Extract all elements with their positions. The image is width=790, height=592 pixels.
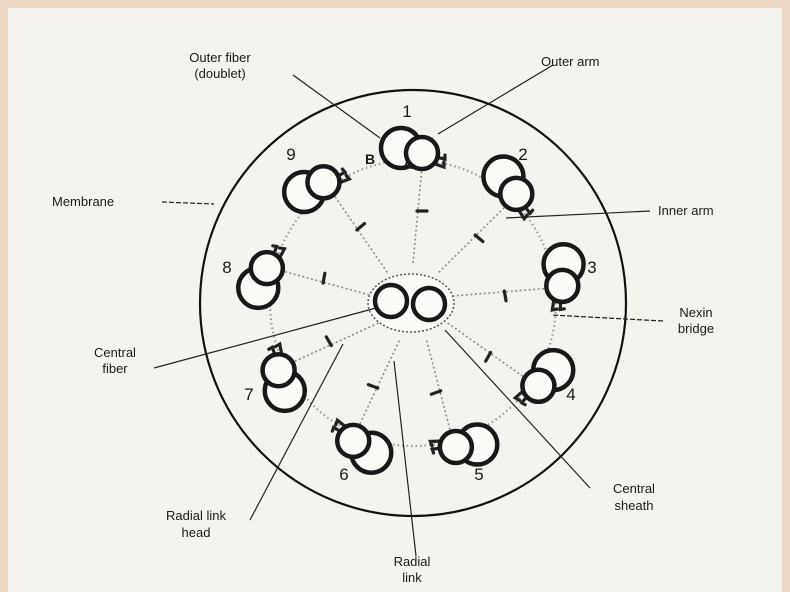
radial-spoke [439,205,508,273]
doublet-number: 4 [566,385,575,404]
radial-spoke [291,323,379,363]
radial-spoke [448,323,527,379]
a-tubule [522,370,554,402]
doublet-number: 5 [474,465,483,484]
leader-radial-link [394,361,416,556]
a-tubule [440,431,472,463]
doublet-number: 1 [402,102,411,121]
label-membrane: Membrane [52,194,114,209]
label-central-fiber-2: fiber [102,361,128,376]
leader-nexin [551,315,663,321]
doublet-number: 8 [222,258,231,277]
radial-link-head [431,391,440,394]
a-tubule [251,252,283,284]
radial-link-head [357,224,365,230]
tubule-b-letter: B [365,151,375,167]
label-outer-fiber: Outer fiber [189,50,251,65]
radial-link-head [368,385,377,388]
central-fiber-right [413,288,445,320]
label-radial-link-head-2: head [182,525,211,540]
label-central-sheath: Central [613,481,655,496]
diagram-canvas: B A 1 2 3 4 5 6 7 8 9 Outer fiber (doubl… [8,8,782,592]
inner-dynein-arm [515,392,522,401]
tubule-a-letter: A [403,156,413,172]
doublet-number: 3 [587,258,596,277]
axoneme-diagram: B A 1 2 3 4 5 6 7 8 9 Outer fiber (doubl… [8,8,782,592]
central-fiber-left [375,285,407,317]
leader-outer-arm [438,65,553,134]
label-outer-fiber-doublet: (doublet) [194,66,245,81]
label-radial-link: Radial [394,554,431,569]
label-nexin-bridge: bridge [678,321,714,336]
doublet-number: 9 [286,145,295,164]
label-central-fiber: Central [94,345,136,360]
radial-link-head [475,235,483,241]
leader-outer-fiber [293,75,380,138]
label-radial-link-head: Radial link [166,508,226,523]
label-outer-arm: Outer arm [541,54,600,69]
leader-membrane [162,202,214,204]
a-tubule [263,354,295,386]
radial-link-head [486,352,491,361]
label-inner-arm: Inner arm [658,203,714,218]
radial-spoke [281,271,374,297]
label-nexin: Nexin [679,305,712,320]
radial-spoke [427,341,451,434]
radial-spoke [452,288,548,296]
inner-dynein-arm [336,420,345,426]
label-radial-link-2: link [402,570,422,585]
doublet-number: 7 [244,385,253,404]
radial-spoke [413,167,422,263]
radial-link-head [323,273,325,283]
a-tubule [337,425,369,457]
radial-spoke [358,341,399,428]
a-tubule [546,270,578,302]
radial-link-head [504,291,506,301]
doublet-number: 2 [518,145,527,164]
doublet-number: 6 [339,465,348,484]
radial-spoke [332,193,387,272]
label-central-sheath-2: sheath [614,498,653,513]
radial-link-head [326,337,331,346]
a-tubule [307,166,339,198]
a-tubule [500,178,532,210]
